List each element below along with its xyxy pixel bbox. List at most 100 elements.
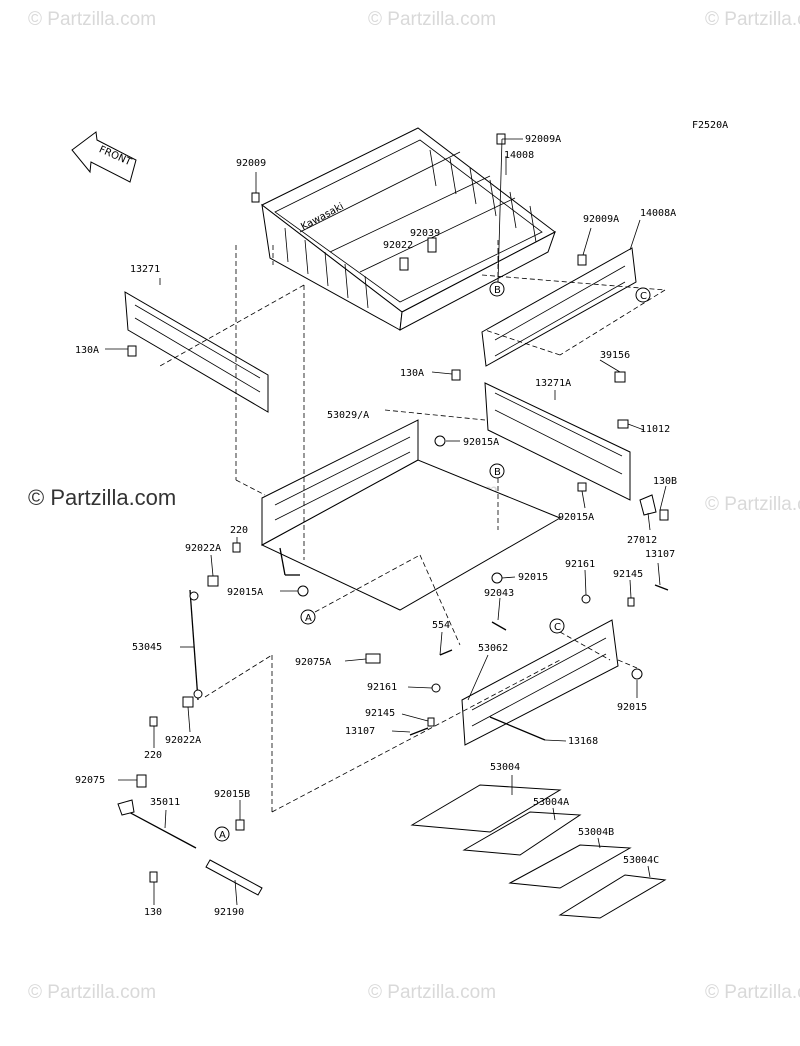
nut-92015-right (631, 668, 643, 680)
label-92022A-bottom: 92022A (165, 735, 201, 746)
bolt-92009A-right (577, 254, 587, 266)
washer-92161-right (581, 594, 591, 604)
label-92145-right: 92145 (613, 569, 643, 580)
label-92022A-top: 92022A (185, 543, 221, 554)
lever-35011 (117, 799, 197, 849)
pin-92145-left (427, 717, 435, 727)
callout-b-top: B (489, 281, 505, 297)
bolt-130A-right (451, 369, 461, 381)
diagram-code: F2520A (692, 120, 728, 131)
label-13271A: 13271A (535, 378, 571, 389)
label-92015B: 92015B (214, 789, 250, 800)
svg-text:C: C (640, 291, 647, 302)
bolt-130A-left (127, 345, 137, 357)
leader-lines (105, 138, 667, 906)
label-220-bottom: 220 (144, 750, 162, 761)
label-53004B: 53004B (578, 827, 614, 838)
bolt-92039 (427, 237, 437, 253)
label-39156: 39156 (600, 350, 630, 361)
label-92015A-mid: 92015A (558, 512, 594, 523)
label-92022: 92022 (383, 240, 413, 251)
label-14008A: 14008A (640, 208, 676, 219)
callout-a-bottom: A (214, 826, 230, 842)
label-14008: 14008 (504, 150, 534, 161)
nut-92015A-mid (577, 482, 587, 492)
right-gate-13271A (484, 382, 631, 501)
mats-53004 (410, 784, 667, 919)
callout-b-mid: B (489, 463, 505, 479)
watermark-top-center: © Partzilla.com (368, 9, 496, 30)
washer-92161-left (431, 683, 441, 693)
label-13271: 13271 (130, 264, 160, 275)
label-92039: 92039 (410, 228, 440, 239)
stay-rod-53045 (189, 589, 203, 701)
mat-53004C (558, 874, 667, 919)
label-92075A: 92075A (295, 657, 331, 668)
nut-92015A-left (297, 585, 309, 597)
label-92015A-left: 92015A (227, 587, 263, 598)
cargo-box-14008: Kawasaki (261, 127, 556, 331)
watermark-top-left: © Partzilla.com (28, 9, 156, 30)
label-53029A: 53029/A (327, 410, 369, 421)
part-labels: 92009A 14008 92009 92009A 14008A 92039 9… (75, 134, 677, 918)
label-92015: 92015 (518, 572, 548, 583)
svg-text:B: B (494, 467, 501, 478)
label-27012: 27012 (627, 535, 657, 546)
label-13168: 13168 (568, 736, 598, 747)
front-arrow-icon: FRONT (71, 131, 137, 183)
nut-92015A (434, 435, 446, 447)
label-554: 554 (432, 620, 450, 631)
bolt-92009 (251, 192, 260, 203)
label-13107-right: 13107 (645, 549, 675, 560)
pin-13107-right (654, 584, 669, 591)
label-53045: 53045 (132, 642, 162, 653)
svg-text:C: C (554, 622, 561, 633)
pin-92043 (491, 621, 507, 631)
callout-a-mid: A (300, 609, 316, 625)
label-130: 130 (144, 907, 162, 918)
pin-13107-left (409, 727, 429, 736)
label-130A-right: 130A (400, 368, 424, 379)
bolt-220-top (232, 542, 241, 553)
watermark-bottom-left: © Partzilla.com (28, 982, 156, 1003)
callout-c-mid: C (549, 618, 565, 634)
label-92190: 92190 (214, 907, 244, 918)
svg-text:A: A (219, 830, 226, 841)
tailgate-53062 (461, 619, 619, 746)
label-53004A: 53004A (533, 797, 569, 808)
label-53004C: 53004C (623, 855, 659, 866)
pin-92075 (136, 774, 147, 788)
label-92009: 92009 (236, 158, 266, 169)
clip-11012 (617, 419, 629, 429)
bolt-130 (149, 871, 158, 883)
label-53004: 53004 (490, 762, 520, 773)
label-53062: 53062 (478, 643, 508, 654)
label-92075: 92075 (75, 775, 105, 786)
mat-53004 (410, 784, 562, 833)
cap-92075A (365, 653, 381, 664)
nut-92015 (491, 572, 503, 584)
left-gate-13271 (124, 291, 269, 413)
label-130B: 130B (653, 476, 677, 487)
pin-92145-right (627, 597, 635, 607)
mat-53004A (462, 811, 582, 856)
washer-92022A-top (207, 575, 219, 587)
watermark-bottom-right: © Partzilla.com (705, 982, 800, 1003)
watermark-prominent: © Partzilla.com (28, 485, 176, 510)
clip-39156 (614, 371, 626, 383)
stopper-27012 (639, 494, 657, 516)
label-13107-left: 13107 (345, 726, 375, 737)
pipe-92190 (205, 859, 263, 896)
svg-text:A: A (305, 613, 312, 624)
bolt-92022 (399, 257, 409, 271)
callout-circles: B C B A C A (214, 281, 651, 842)
nut-92015B (235, 819, 245, 831)
label-92015-right: 92015 (617, 702, 647, 713)
label-92009A-right: 92009A (583, 214, 619, 225)
label-92161-left: 92161 (367, 682, 397, 693)
label-92161-right: 92161 (565, 559, 595, 570)
label-92009A-top: 92009A (525, 134, 561, 145)
label-92015A-top: 92015A (463, 437, 499, 448)
